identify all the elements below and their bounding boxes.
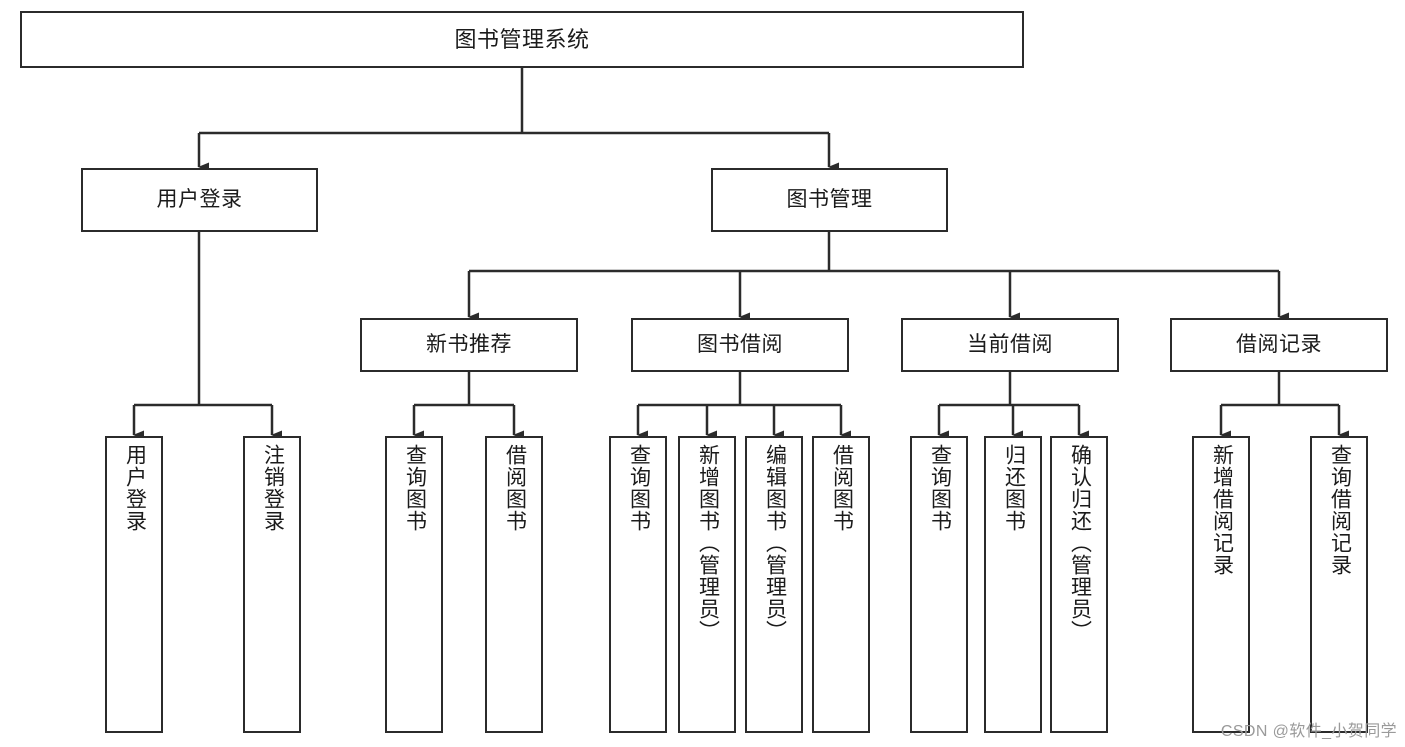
- node-leaf-borrow-book-rec[interactable]: 借阅图书: [485, 436, 543, 733]
- node-label: 图书管理系统: [454, 26, 590, 52]
- node-leaf-add-record[interactable]: 新增借阅记录: [1192, 436, 1250, 733]
- edges-root-to-level2: [197, 68, 839, 172]
- csdn-watermark: CSDN @软件_小贺同学: [1220, 723, 1397, 740]
- node-label: 归还图书: [1002, 444, 1026, 532]
- node-label: 借阅图书: [503, 444, 527, 532]
- node-label: 新书推荐: [426, 332, 512, 356]
- node-book-manage[interactable]: 图书管理: [711, 168, 948, 232]
- node-leaf-borrow-book-bor[interactable]: 借阅图书: [812, 436, 870, 733]
- node-label: 借阅图书: [830, 444, 854, 532]
- node-leaf-edit-book[interactable]: 编辑图书（管理员）: [745, 436, 803, 733]
- node-label: 确认归还（管理员）: [1068, 444, 1092, 642]
- node-leaf-confirm-return[interactable]: 确认归还（管理员）: [1050, 436, 1108, 733]
- node-label: 当前借阅: [967, 332, 1053, 356]
- node-leaf-query-record[interactable]: 查询借阅记录: [1310, 436, 1368, 733]
- edges-level2-to-level3: [467, 232, 1289, 322]
- node-label: 查询图书: [627, 444, 651, 532]
- node-label: 新增图书（管理员）: [696, 444, 720, 642]
- node-label: 查询图书: [928, 444, 952, 532]
- node-leaf-add-book[interactable]: 新增图书（管理员）: [678, 436, 736, 733]
- node-leaf-query-book-bor[interactable]: 查询图书: [609, 436, 667, 733]
- node-leaf-query-book-rec[interactable]: 查询图书: [385, 436, 443, 733]
- node-user-login[interactable]: 用户登录: [81, 168, 318, 232]
- node-leaf-user-logout[interactable]: 注销登录: [243, 436, 301, 733]
- node-leaf-return-book[interactable]: 归还图书: [984, 436, 1042, 733]
- node-label: 图书管理: [786, 187, 873, 211]
- node-label: 查询图书: [403, 444, 427, 532]
- node-new-book-recommend[interactable]: 新书推荐: [360, 318, 578, 372]
- node-label: 编辑图书（管理员）: [763, 444, 787, 642]
- node-borrow-record[interactable]: 借阅记录: [1170, 318, 1388, 372]
- node-book-borrow[interactable]: 图书借阅: [631, 318, 849, 372]
- node-current-borrow[interactable]: 当前借阅: [901, 318, 1119, 372]
- node-label: 新增借阅记录: [1210, 444, 1234, 576]
- node-root-book-management-system[interactable]: 图书管理系统: [20, 11, 1024, 68]
- node-label: 借阅记录: [1236, 332, 1322, 356]
- node-label: 注销登录: [261, 444, 285, 532]
- node-leaf-user-login[interactable]: 用户登录: [105, 436, 163, 733]
- node-label: 用户登录: [156, 187, 243, 211]
- node-label: 图书借阅: [697, 332, 783, 356]
- node-label: 用户登录: [123, 444, 147, 532]
- node-label: 查询借阅记录: [1328, 444, 1352, 576]
- node-leaf-query-book-cur[interactable]: 查询图书: [910, 436, 968, 733]
